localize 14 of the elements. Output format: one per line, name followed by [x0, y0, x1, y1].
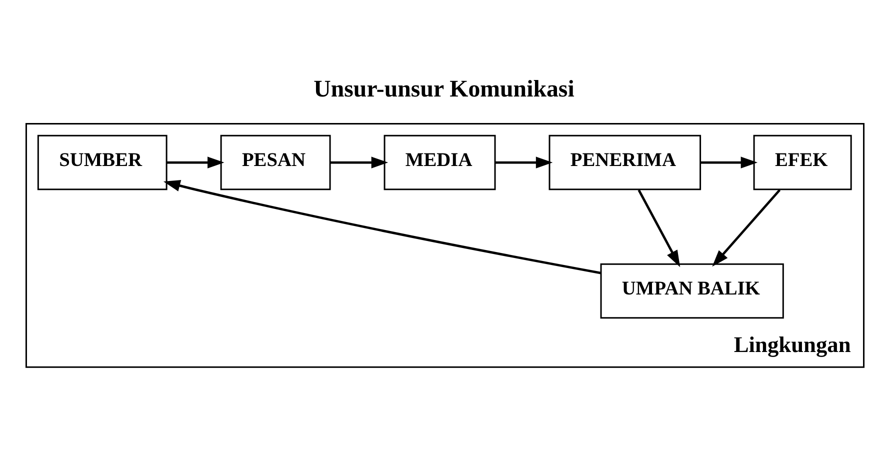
arrow: [712, 189, 781, 267]
arrow: [163, 180, 602, 274]
node-box: MEDIA: [384, 134, 496, 190]
node-box: PESAN: [220, 134, 331, 190]
arrow: [700, 156, 758, 168]
arrow: [166, 156, 224, 168]
node-box: PENERIMA: [548, 134, 702, 190]
arrow: [330, 156, 388, 168]
node-box: EFEK: [753, 134, 852, 190]
node-box: SUMBER: [37, 134, 168, 190]
arrow: [638, 189, 680, 268]
arrow: [495, 156, 553, 168]
diagram-title: Unsur-unsur Komunikasi: [314, 76, 574, 103]
node-box: UMPAN BALIK: [600, 263, 784, 319]
